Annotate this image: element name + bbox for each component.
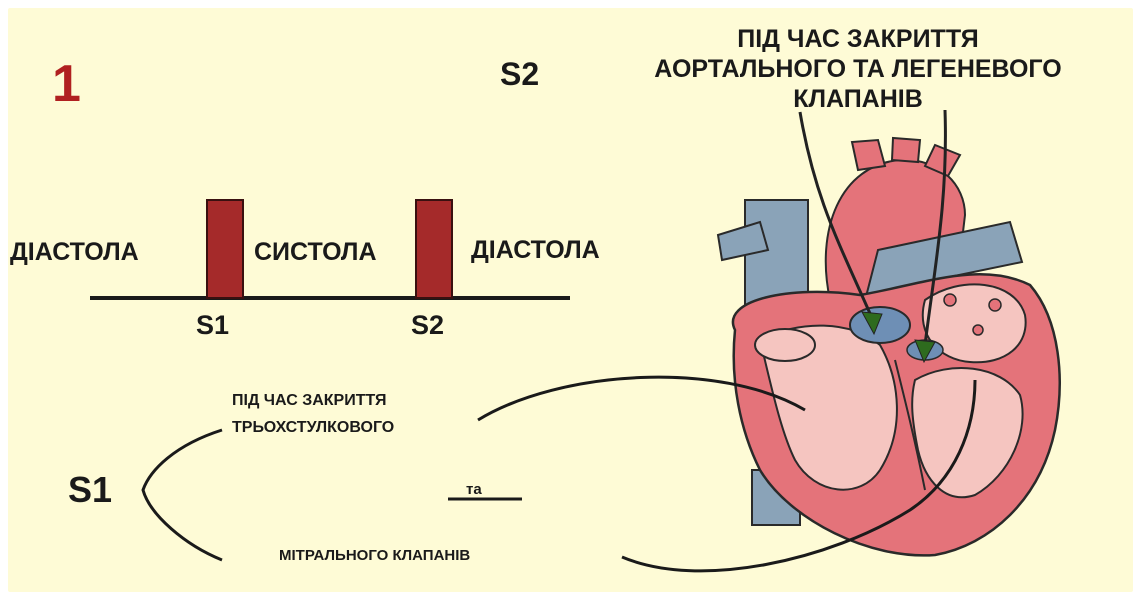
- s1-sound-bar: [207, 200, 243, 298]
- systole-label: СИСТОЛА: [254, 240, 377, 265]
- s1-label: S1: [68, 472, 112, 508]
- s2-sound-bar: [416, 200, 452, 298]
- s1-callout-line-1: ПІД ЧАС ЗАКРИТТЯ: [232, 393, 387, 409]
- semilunar-valve: [850, 307, 910, 343]
- timeline-s1-label: S1: [196, 312, 229, 339]
- s2-callout-line-2: АОРТАЛЬНОГО ТА ЛЕГЕНЕВОГО: [588, 54, 1128, 84]
- timeline-s2-label: S2: [411, 312, 444, 339]
- pulmonary-vein-opening-2: [989, 299, 1001, 311]
- pulmonary-vein-opening-1: [944, 294, 956, 306]
- s1-callout-conjunction: та: [466, 482, 482, 497]
- s2-callout: ПІД ЧАС ЗАКРИТТЯ АОРТАЛЬНОГО ТА ЛЕГЕНЕВО…: [588, 24, 1128, 114]
- s2-label: S2: [500, 58, 539, 90]
- pulmonary-vein-opening-3: [973, 325, 983, 335]
- panel-number: 1: [52, 58, 81, 110]
- diastole-left-label: ДІАСТОЛА: [10, 240, 139, 265]
- aortic-branch-1: [852, 140, 885, 170]
- s2-callout-line-3: КЛАПАНІВ: [588, 84, 1128, 114]
- right-atrium: [755, 329, 815, 361]
- diastole-right-label: ДІАСТОЛА: [471, 238, 600, 263]
- s1-callout-line-3: МІТРАЛЬНОГО КЛАПАНІВ: [279, 548, 470, 563]
- s1-brace: [143, 430, 222, 560]
- s1-callout-line-2: ТРЬОХСТУЛКОВОГО: [232, 420, 394, 436]
- s2-callout-line-1: ПІД ЧАС ЗАКРИТТЯ: [588, 24, 1128, 54]
- aortic-branch-2: [892, 138, 920, 162]
- heart-illustration: [718, 138, 1060, 555]
